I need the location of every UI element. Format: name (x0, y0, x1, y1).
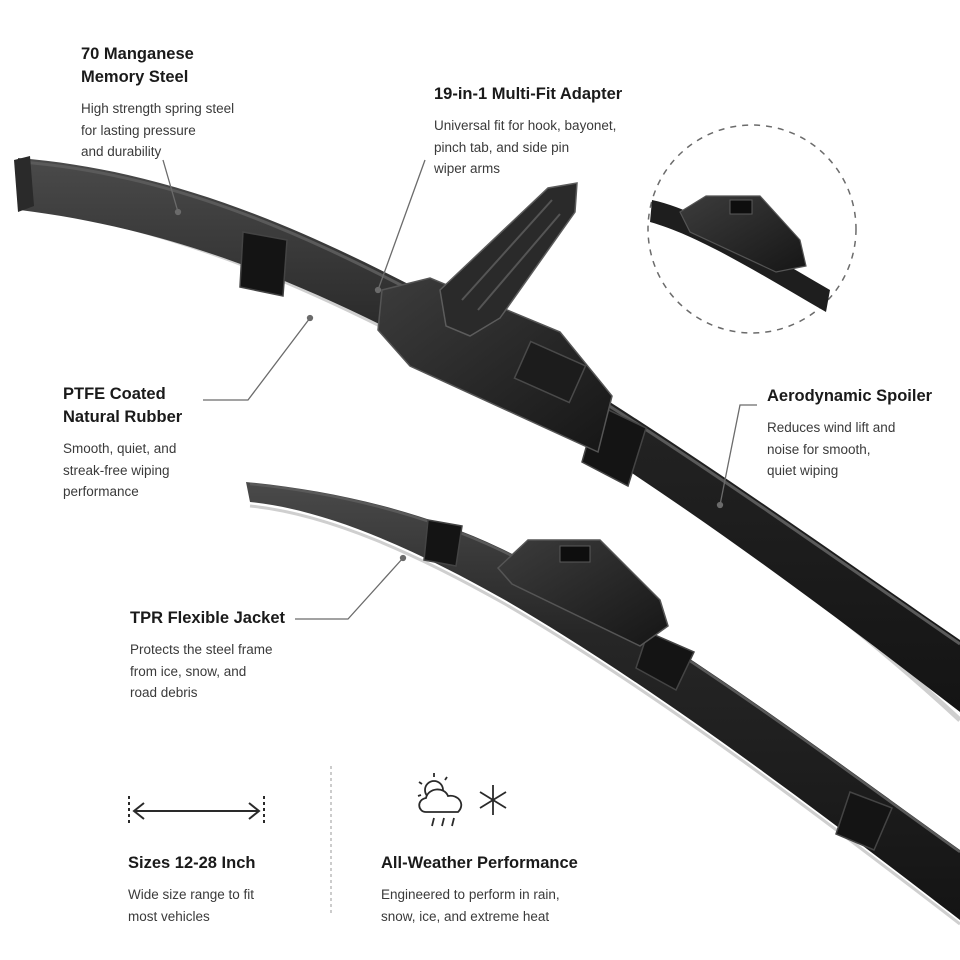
inset-adapter (679, 195, 807, 273)
small-wiper-blade (246, 482, 960, 926)
adapter-small (496, 539, 669, 647)
blade-end-cap (14, 156, 34, 212)
feature-description: Engineered to perform in rain, snow, ice… (381, 887, 560, 924)
callout-jacket-line (295, 557, 404, 620)
feature-title: Aerodynamic Spoiler (767, 387, 933, 405)
feature-description: Protects the steel frame from ice, snow,… (130, 642, 273, 700)
callout-steel-dot (174, 208, 182, 216)
weather-sun-cloud-snow-icon (417, 773, 507, 827)
callout-rubber-line (203, 317, 311, 401)
feature-memory-steel: 70 Manganese Memory Steel High strength … (81, 43, 281, 163)
feature-description: High strength spring steel for lasting p… (81, 101, 235, 159)
feature-aerodynamic-spoiler: Aerodynamic Spoiler Reduces wind lift an… (767, 385, 957, 482)
callout-lines (162, 159, 757, 620)
callout-rubber-dot (306, 314, 314, 322)
feature-description: Smooth, quiet, and streak-free wiping pe… (63, 441, 177, 499)
callout-spoiler-line (719, 404, 757, 506)
adapter-window (559, 545, 591, 563)
detail-inset (647, 124, 857, 334)
blade-clip (635, 630, 696, 692)
callout-adapter-dot (374, 286, 382, 294)
feature-multi-fit-adapter: 19-in-1 Multi-Fit Adapter Universal fit … (434, 83, 664, 180)
feature-description: Reduces wind lift and noise for smooth, … (767, 420, 896, 478)
large-wiper-blade (14, 156, 960, 722)
feature-title: All-Weather Performance (381, 854, 578, 872)
callout-spoiler-dot (716, 501, 724, 509)
blade-body (18, 158, 960, 712)
feature-title: 19-in-1 Multi-Fit Adapter (434, 85, 623, 103)
feature-tpr-jacket: TPR Flexible Jacket Protects the steel f… (130, 607, 330, 704)
feature-title: 70 Manganese Memory Steel (81, 45, 194, 86)
callout-steel-line (162, 159, 179, 213)
feature-description: Universal fit for hook, bayonet, pinch t… (434, 118, 617, 176)
feature-title: TPR Flexible Jacket (130, 609, 285, 627)
double-arrow-width-icon (128, 796, 265, 826)
inset-adapter-window (729, 199, 753, 215)
feature-title: PTFE Coated Natural Rubber (63, 385, 183, 426)
adapter-ridge (461, 199, 561, 311)
feature-ptfe-rubber: PTFE Coated Natural Rubber Smooth, quiet… (63, 383, 263, 503)
callout-adapter-line (377, 159, 426, 291)
feature-title: Sizes 12-28 Inch (128, 854, 256, 872)
callout-jacket-dot (399, 554, 407, 562)
blade-clip (239, 231, 288, 297)
inset-dashed-circle (647, 124, 857, 334)
adapter-latch (513, 340, 587, 404)
snowflake-icon (479, 785, 507, 815)
blade-clip (835, 791, 893, 851)
feature-sizes: Sizes 12-28 Inch Wide size range to fit … (128, 852, 328, 927)
feature-all-weather: All-Weather Performance Engineered to pe… (381, 852, 621, 927)
multi-fit-adapter (439, 182, 578, 337)
blade-clip (423, 519, 463, 567)
feature-description: Wide size range to fit most vehicles (128, 887, 255, 924)
